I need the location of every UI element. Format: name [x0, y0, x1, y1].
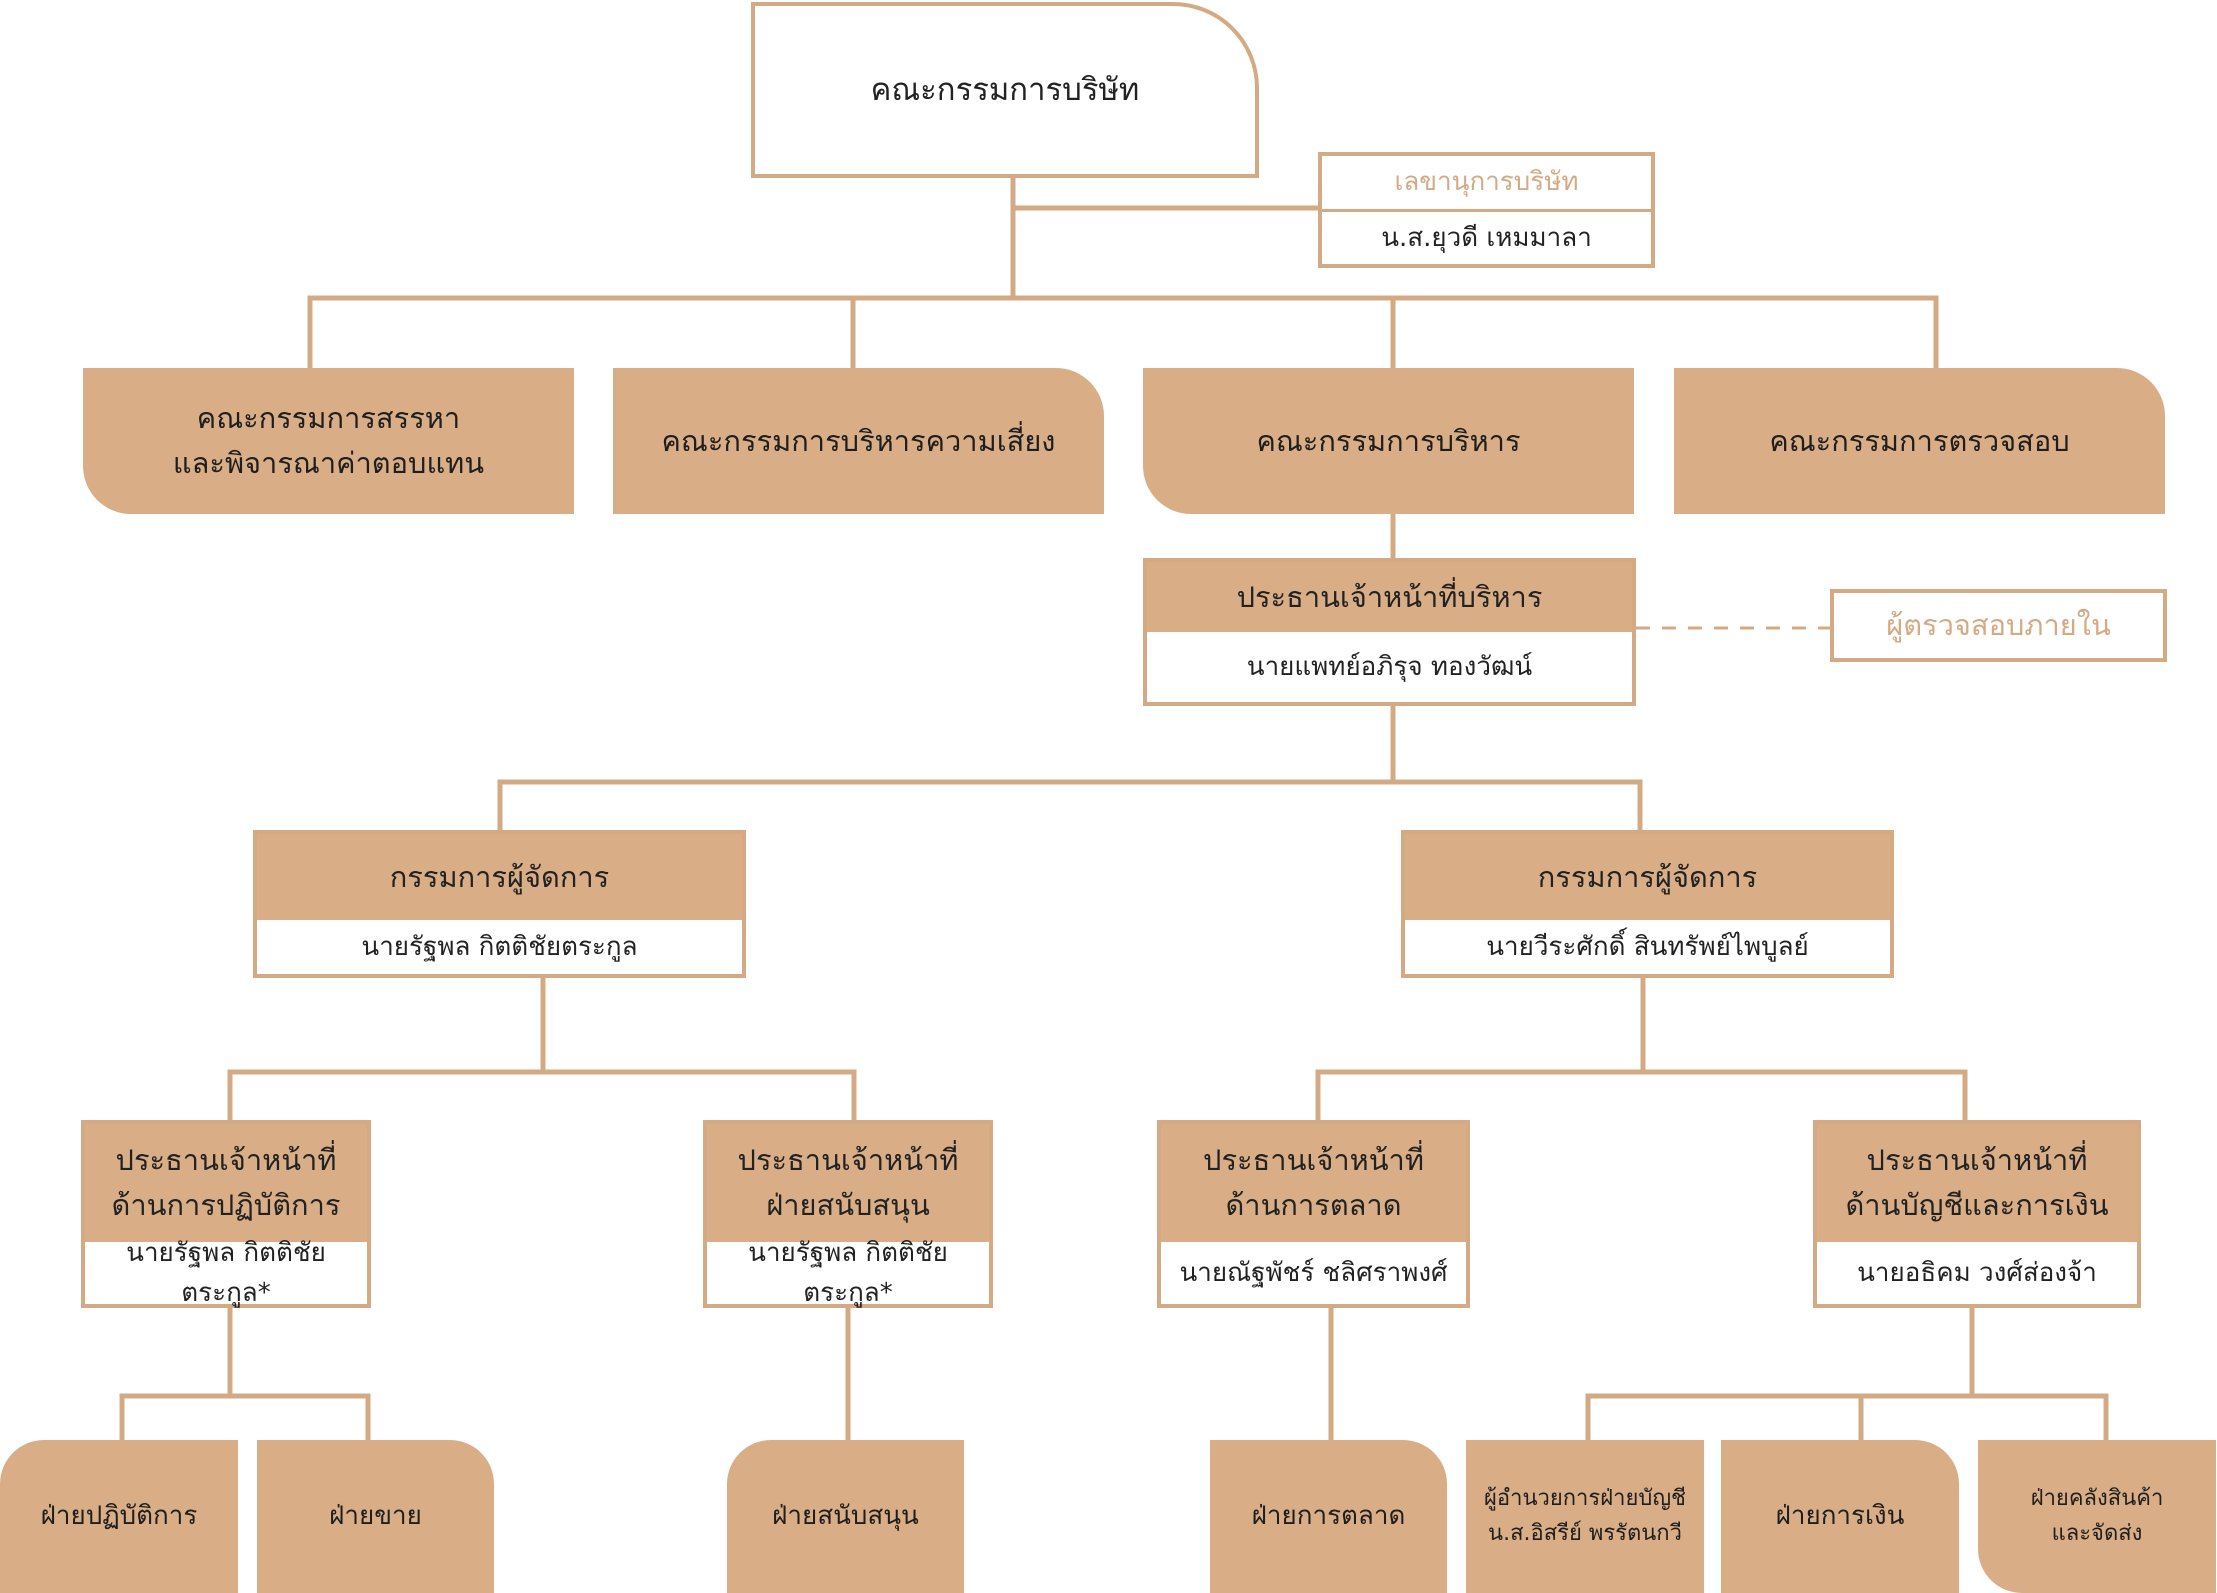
committee-label: คณะกรรมการบริหาร — [1256, 423, 1521, 458]
accounting-director-name: น.ส.อิสรีย์ พรรัตนกวี — [1488, 1520, 1682, 1546]
managing-director-card: กรรมการผู้จัดการ นายรัฐพล กิตติชัยตระกูล — [253, 830, 746, 978]
company-secretary-card: เลขานุการบริษัท น.ส.ยุวดี เหมมาลา — [1318, 152, 1655, 268]
md-title: กรรมการผู้จัดการ — [1537, 859, 1758, 894]
operations-department-box: ฝ่ายปฏิบัติการ — [0, 1440, 238, 1593]
chief-name: นายณัฐพัชร์ ชลิศราพงศ์ — [1179, 1257, 1448, 1288]
secretary-title: เลขานุการบริษัท — [1394, 167, 1579, 198]
chief-operations-card: ประธานเจ้าหน้าที่ ด้านการปฏิบัติการ นายร… — [81, 1120, 371, 1308]
ceo-title: ประธานเจ้าหน้าที่บริหาร — [1236, 579, 1543, 614]
department-label: ฝ่ายปฏิบัติการ — [40, 1501, 198, 1532]
internal-audit-box: ผู้ตรวจสอบภายใน — [1830, 589, 2167, 662]
risk-management-committee-box: คณะกรรมการบริหารความเสี่ยง — [613, 368, 1104, 514]
audit-committee-box: คณะกรรมการตรวจสอบ — [1674, 368, 2165, 514]
nomination-remuneration-committee-box: คณะกรรมการสรรหา และพิจารณาค่าตอบแทน — [83, 368, 574, 514]
secretary-name: น.ส.ยุวดี เหมมาลา — [1381, 222, 1592, 253]
md-name: นายรัฐพล กิตติชัยตระกูล — [361, 931, 638, 962]
marketing-department-box: ฝ่ายการตลาด — [1210, 1440, 1447, 1593]
md-title: กรรมการผู้จัดการ — [389, 859, 610, 894]
chief-name: นายรัฐพล กิตติชัยตระกูล* — [748, 1237, 948, 1308]
chief-finance-card: ประธานเจ้าหน้าที่ ด้านบัญชีและการเงิน นา… — [1813, 1120, 2141, 1308]
managing-director-card: กรรมการผู้จัดการ นายวีระศักดิ์ สินทรัพย์… — [1401, 830, 1894, 978]
department-label: ฝ่ายขาย — [329, 1501, 422, 1532]
committee-label: คณะกรรมการบริหารความเสี่ยง — [661, 423, 1056, 458]
chief-support-card: ประธานเจ้าหน้าที่ ฝ่ายสนับสนุน นายรัฐพล … — [703, 1120, 993, 1308]
md-name: นายวีระศักดิ์ สินทรัพย์ไพบูลย์ — [1486, 931, 1809, 962]
committee-label: คณะกรรมการตรวจสอบ — [1769, 423, 2070, 458]
chief-title: ประธานเจ้าหน้าที่ ด้านการตลาด — [1203, 1143, 1424, 1222]
department-label: ฝ่ายคลังสินค้า และจัดส่ง — [2030, 1486, 2164, 1546]
ceo-card: ประธานเจ้าหน้าที่บริหาร นายแพทย์อภิรุจ ท… — [1143, 558, 1636, 706]
board-of-directors-box: คณะกรรมการบริษัท — [751, 2, 1259, 178]
internal-audit-label: ผู้ตรวจสอบภายใน — [1886, 608, 2111, 643]
department-label: ผู้อำนวยการฝ่ายบัญชี — [1483, 1486, 1686, 1512]
sales-department-box: ฝ่ายขาย — [257, 1440, 494, 1593]
chief-name: นายอธิคม วงศ์ส่องจ้า — [1857, 1257, 2097, 1288]
finance-department-box: ฝ่ายการเงิน — [1721, 1440, 1959, 1593]
ceo-name: นายแพทย์อภิรุจ ทองวัฒน์ — [1246, 651, 1533, 682]
chief-title: ประธานเจ้าหน้าที่ ด้านการปฏิบัติการ — [111, 1143, 341, 1222]
department-label: ฝ่ายการเงิน — [1775, 1501, 1905, 1532]
chief-title: ประธานเจ้าหน้าที่ ด้านบัญชีและการเงิน — [1845, 1143, 2109, 1222]
executive-committee-box: คณะกรรมการบริหาร — [1143, 368, 1634, 514]
warehouse-logistics-department-box: ฝ่ายคลังสินค้า และจัดส่ง — [1978, 1440, 2216, 1593]
chief-title: ประธานเจ้าหน้าที่ ฝ่ายสนับสนุน — [737, 1143, 959, 1222]
department-label: ฝ่ายสนับสนุน — [772, 1501, 919, 1532]
department-label: ฝ่ายการตลาด — [1251, 1501, 1406, 1532]
board-label: คณะกรรมการบริษัท — [870, 71, 1140, 108]
committee-label: คณะกรรมการสรรหา และพิจารณาค่าตอบแทน — [172, 401, 485, 480]
chief-marketing-card: ประธานเจ้าหน้าที่ ด้านการตลาด นายณัฐพัชร… — [1157, 1120, 1470, 1308]
support-department-box: ฝ่ายสนับสนุน — [727, 1440, 964, 1593]
chief-name: นายรัฐพล กิตติชัยตระกูล* — [126, 1237, 326, 1308]
accounting-director-box: ผู้อำนวยการฝ่ายบัญชี น.ส.อิสรีย์ พรรัตนก… — [1466, 1440, 1704, 1593]
